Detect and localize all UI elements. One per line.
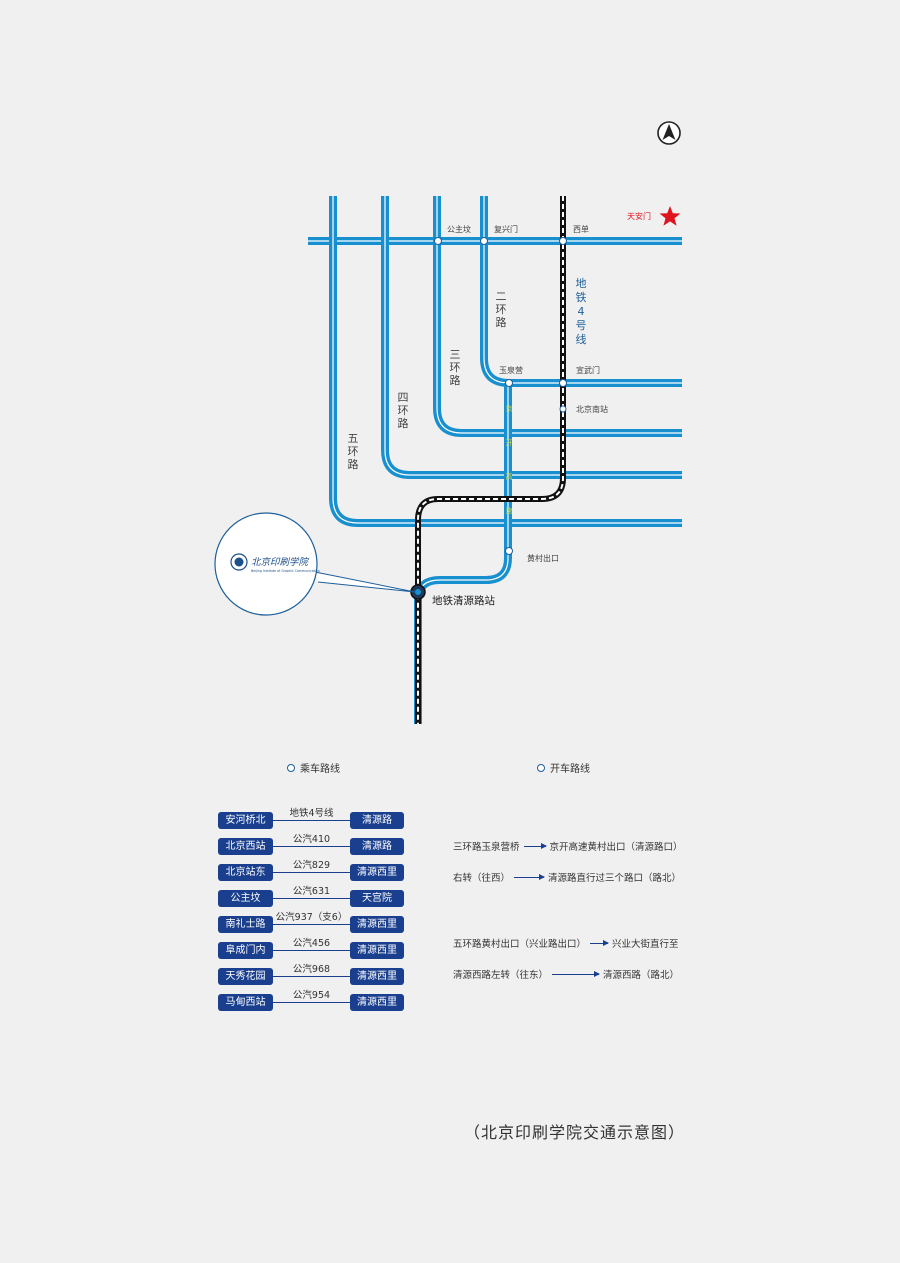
bus-route-from: 公主坟 [218, 890, 273, 907]
label-fuxingmen: 复兴门 [494, 224, 518, 234]
bus-route-from: 安河桥北 [218, 812, 273, 829]
drive-route-2: 右转（往西） 清源路直行过三个路口（路北） [453, 870, 681, 884]
bus-route-from: 阜成门内 [218, 942, 273, 959]
station-xuanwumen [559, 379, 567, 387]
label-yuquanying: 玉泉营 [499, 365, 523, 375]
station-xidan [559, 237, 567, 245]
drive-route-to: 兴业大街直行至 [612, 939, 679, 950]
logo-name: 北京印刷学院 [251, 556, 310, 568]
road-ring4 [381, 196, 682, 479]
label-qingyuan-station: 地铁清源路站 [432, 594, 495, 607]
drive-legend-dot-icon [537, 763, 545, 772]
bus-route-to: 清源西里 [350, 916, 404, 933]
bus-route-from: 天秀花园 [218, 968, 273, 985]
bus-routes-list: 地铁4号线 安河桥北 清源路 公汽410 北京西站 清源路 公汽829 北京站东… [218, 806, 408, 1014]
bus-route-via: 公汽829 [292, 860, 331, 871]
bus-route-from: 马甸西站 [218, 994, 273, 1011]
station-gongzhufen [434, 237, 442, 245]
legend-drive: 开车路线 [537, 760, 590, 775]
bus-route-via: 公汽968 [292, 964, 331, 975]
transit-map: 公主坟 复兴门 西单 天安门 玉泉营 宣武门 北京南站 黄村出口 地铁清源路站 … [214, 121, 682, 724]
bus-route-row: 公汽968 天秀花园 清源西里 [218, 962, 408, 988]
north-arrow-icon [657, 121, 681, 145]
drive-route-from: 五环路黄村出口（兴业路出口） [453, 939, 587, 950]
label-ring4: 四环路 [398, 391, 409, 430]
drive-route-1: 三环路玉泉营桥 京开高速黄村出口（清源路口） [453, 839, 683, 853]
logo-subtitle: Beijing Institute of Graphic Communicati… [251, 569, 320, 573]
label-huangcun-exit: 黄村出口 [527, 553, 559, 563]
ride-legend-dot-icon [287, 763, 295, 772]
drive-route-3: 五环路黄村出口（兴业路出口） 兴业大街直行至 [453, 936, 679, 950]
station-yuquanying [505, 379, 513, 387]
bus-route-to: 清源西里 [350, 864, 404, 881]
university-seal-icon [230, 553, 248, 571]
logo-callout: 北京印刷学院 Beijing Institute of Graphic Comm… [214, 512, 416, 616]
arrow-right-icon [514, 873, 546, 880]
bus-route-via: 公汽410 [292, 834, 331, 845]
road-ring3 [433, 196, 682, 437]
bus-route-to: 天宫院 [350, 890, 404, 907]
bus-route-via: 地铁4号线 [289, 808, 334, 819]
bus-route-row: 地铁4号线 安河桥北 清源路 [218, 806, 408, 832]
bus-route-from: 北京西站 [218, 838, 273, 855]
bus-route-row: 公汽954 马甸西站 清源西里 [218, 988, 408, 1014]
drive-route-to: 清源路直行过三个路口（路北） [548, 873, 682, 884]
label-tiananmen: 天安门 [627, 211, 651, 221]
drive-route-to: 清源西路（路北） [603, 970, 680, 981]
drive-route-to: 京开高速黄村出口（清源路口） [549, 842, 683, 853]
legend-ride: 乘车路线 [287, 760, 340, 775]
label-ring3: 三环路 [450, 348, 461, 387]
metro-line-4 [415, 196, 566, 724]
arrow-right-icon [590, 939, 610, 946]
label-xuanwumen: 宣武门 [576, 365, 600, 375]
bus-route-to: 清源西里 [350, 968, 404, 985]
label-ring5: 五环路 [348, 432, 359, 471]
bus-route-row: 公汽410 北京西站 清源路 [218, 832, 408, 858]
bus-route-from: 南礼士路 [218, 916, 273, 933]
label-gongzhufen: 公主坟 [447, 224, 471, 234]
bus-route-row: 公汽829 北京站东 清源西里 [218, 858, 408, 884]
arrow-right-icon [523, 842, 547, 849]
drive-route-from: 清源西路左转（往东） [453, 970, 549, 981]
label-xidan: 西单 [573, 224, 589, 234]
legend-drive-label: 开车路线 [550, 764, 590, 775]
station-beijing-south [559, 405, 567, 413]
bus-route-to: 清源路 [350, 812, 404, 829]
station-markers [434, 237, 567, 555]
drive-route-4: 清源西路左转（往东） 清源西路（路北） [453, 967, 679, 981]
map-caption: （北京印刷学院交通示意图） [464, 1123, 686, 1142]
station-huangcun-exit [505, 547, 513, 555]
label-ring2: 二环路 [496, 290, 507, 329]
label-jingkai-expressway: 京开高速 [506, 404, 513, 515]
tiananmen-star-icon [659, 206, 681, 226]
bus-route-via: 公汽631 [292, 886, 331, 897]
station-fuxingmen [480, 237, 488, 245]
arrow-right-icon [552, 970, 601, 977]
bus-route-row: 公汽456 阜成门内 清源西里 [218, 936, 408, 962]
bus-route-to: 清源西里 [350, 942, 404, 959]
label-beijing-south: 北京南站 [576, 404, 608, 414]
drive-route-from: 右转（往西） [453, 873, 511, 884]
drive-route-from: 三环路玉泉营桥 [453, 842, 520, 853]
bus-route-to: 清源西里 [350, 994, 404, 1011]
legend-ride-label: 乘车路线 [300, 764, 340, 775]
bus-route-from: 北京站东 [218, 864, 273, 881]
bus-route-via: 公汽954 [292, 990, 331, 1001]
bus-route-to: 清源路 [350, 838, 404, 855]
bus-route-row: 公汽631 公主坟 天宫院 [218, 884, 408, 910]
bus-route-via: 公汽456 [292, 938, 331, 949]
road-ring5 [329, 196, 682, 527]
bus-route-row: 公汽937（支6） 南礼士路 清源西里 [218, 910, 408, 936]
bus-route-via: 公汽937（支6） [275, 912, 348, 923]
